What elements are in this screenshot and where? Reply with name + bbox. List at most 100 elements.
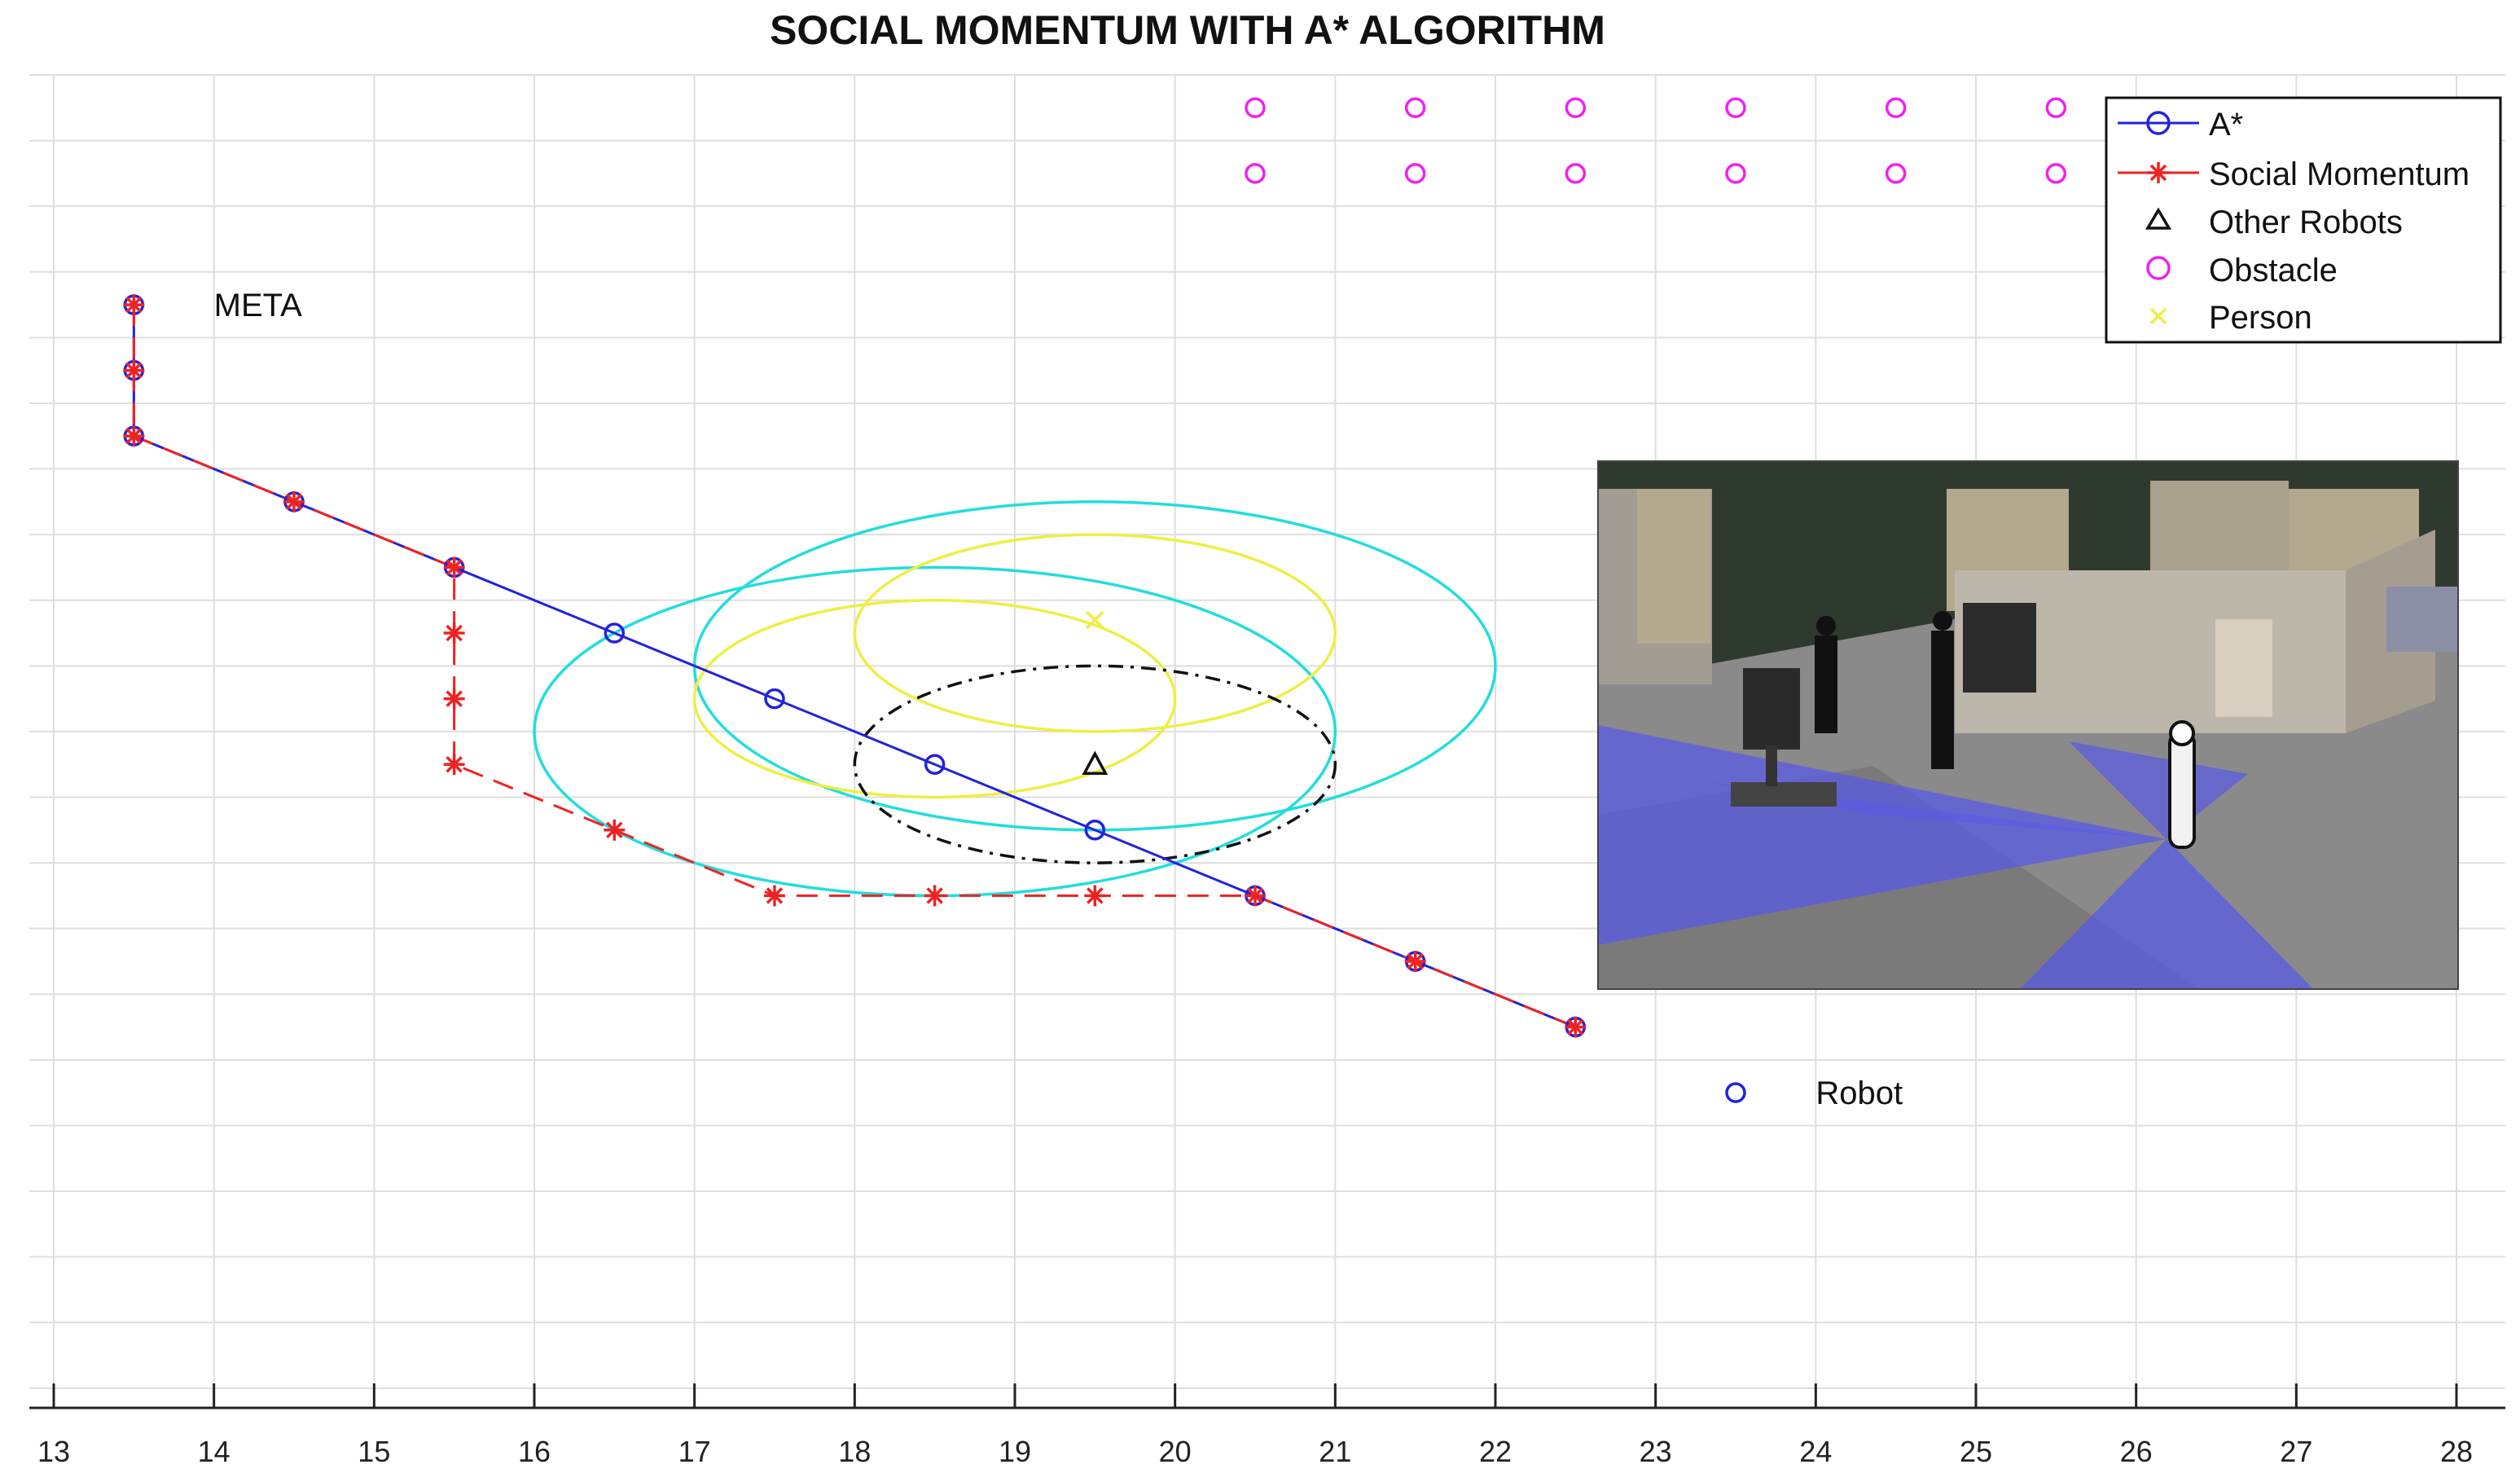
series-3-marker <box>1885 163 1907 184</box>
legend-item-astar: A* <box>2118 107 2243 143</box>
series-line <box>132 305 1576 1028</box>
series-3-marker <box>1565 163 1587 184</box>
inset-screen <box>1963 603 2036 693</box>
series-1-marker <box>443 688 465 710</box>
star-stroke <box>1407 952 1424 970</box>
series-3-marker <box>1725 163 1746 184</box>
series-3-marker <box>1565 97 1587 119</box>
legend-item-other-robots: Other Robots <box>2145 204 2403 240</box>
series-3-marker <box>1245 163 1266 184</box>
series-3-marker <box>2045 97 2067 119</box>
series-1-marker <box>443 556 465 578</box>
legend-circle-marker <box>2146 256 2171 280</box>
annotation-label: Robot <box>1815 1075 1903 1111</box>
series-3-marker <box>1885 97 1907 119</box>
inset-laser-scan <box>2020 839 2313 989</box>
inset-person-head <box>1816 616 1836 635</box>
series-4-marker <box>1086 610 1104 630</box>
series-3-marker <box>2045 163 2067 184</box>
star-stroke <box>285 493 303 511</box>
series-lines <box>132 305 1576 1028</box>
legend-x-marker <box>2149 307 2167 325</box>
star-stroke <box>446 559 463 576</box>
inset-border <box>1597 460 2459 990</box>
star-stroke <box>446 624 463 642</box>
markers <box>123 97 2067 1103</box>
x-tick-label: 19 <box>999 1435 1031 1468</box>
star-stroke <box>125 362 143 379</box>
inset-other-robot-base <box>1731 782 1837 807</box>
x-tick-label: 16 <box>518 1435 551 1468</box>
annotations: META Robot <box>214 288 1903 1111</box>
x-stroke <box>1086 610 1104 630</box>
star-stroke <box>1567 1018 1584 1036</box>
x-tick-label: 15 <box>358 1435 390 1468</box>
legend-circle-marker <box>2146 111 2171 135</box>
x-tick-label: 24 <box>1799 1435 1832 1468</box>
inset-box <box>2386 587 2458 652</box>
series-1-marker <box>283 490 305 512</box>
inset-laser-scan <box>1598 725 2167 945</box>
series-1-marker <box>1245 885 1266 907</box>
star-stroke <box>125 296 143 314</box>
legend-label: A* <box>2209 107 2243 143</box>
inset-poster <box>2215 619 2272 717</box>
series-3-marker <box>1725 97 1746 119</box>
series-1-marker <box>443 622 465 644</box>
inset-person-head <box>1933 611 1952 631</box>
series-line <box>132 305 1576 1028</box>
legend-box <box>2105 96 2502 344</box>
inset-other-robot <box>1743 668 1800 750</box>
series-1-marker <box>924 885 946 907</box>
x-tick-label: 28 <box>2440 1435 2473 1468</box>
star-stroke <box>125 428 143 445</box>
series-3-marker <box>1245 97 1266 119</box>
series-1-marker <box>1404 950 1426 972</box>
legend-label: Person <box>2209 300 2312 336</box>
legend-star-marker <box>2148 162 2169 183</box>
series-0-marker <box>764 688 785 710</box>
series-0-marker <box>924 754 946 775</box>
robot-marker <box>1725 1082 1746 1103</box>
x-tick-label: 23 <box>1640 1435 1672 1468</box>
annotation-label: META <box>214 288 302 323</box>
legend-label: Other Robots <box>2209 204 2403 240</box>
x-tick-label: 13 <box>37 1435 70 1468</box>
inset-person <box>1815 635 1837 733</box>
simulation-inset-image <box>1597 460 2459 990</box>
inset-person <box>1931 631 1954 769</box>
star-stroke <box>926 887 943 904</box>
inset-wall-panel <box>2150 481 2289 578</box>
x-tick-label: 25 <box>1960 1435 1992 1468</box>
inset-wall-panel <box>1637 489 1710 644</box>
series-1-marker <box>764 885 785 907</box>
star-stroke <box>766 887 784 904</box>
series-1-marker <box>443 754 465 776</box>
inset-pepper-robot-head <box>2169 720 2195 746</box>
series-3-marker <box>1404 97 1426 119</box>
series-1-marker <box>123 425 145 447</box>
legend: A* Social Momentum Other Robots Obstacle <box>2105 96 2502 344</box>
zone-ellipse <box>853 664 1337 864</box>
star-stroke <box>1246 887 1264 904</box>
chart-title: SOCIAL MOMENTUM WITH A* ALGORITHM <box>770 7 1605 53</box>
x-tick-label: 18 <box>838 1435 871 1468</box>
star-stroke <box>1087 887 1104 904</box>
star-stroke <box>446 690 463 707</box>
zone-ellipse <box>692 598 1177 799</box>
legend-item-social-momentum: Social Momentum <box>2118 156 2470 192</box>
series-0-marker <box>604 622 626 644</box>
series-1-marker <box>604 819 626 841</box>
x-tick-label: 20 <box>1159 1435 1192 1468</box>
x-tick-label: 27 <box>2280 1435 2312 1468</box>
legend-item-obstacle: Obstacle <box>2146 253 2338 288</box>
series-0-marker <box>1084 820 1106 841</box>
zone-ellipse <box>853 533 1337 733</box>
inset-pepper-robot <box>2168 732 2196 849</box>
inset-other-robot-pole <box>1766 745 1777 786</box>
legend-item-person: Person <box>2149 300 2312 336</box>
legend-label: Social Momentum <box>2209 156 2470 192</box>
x-tick-label: 17 <box>678 1435 711 1468</box>
